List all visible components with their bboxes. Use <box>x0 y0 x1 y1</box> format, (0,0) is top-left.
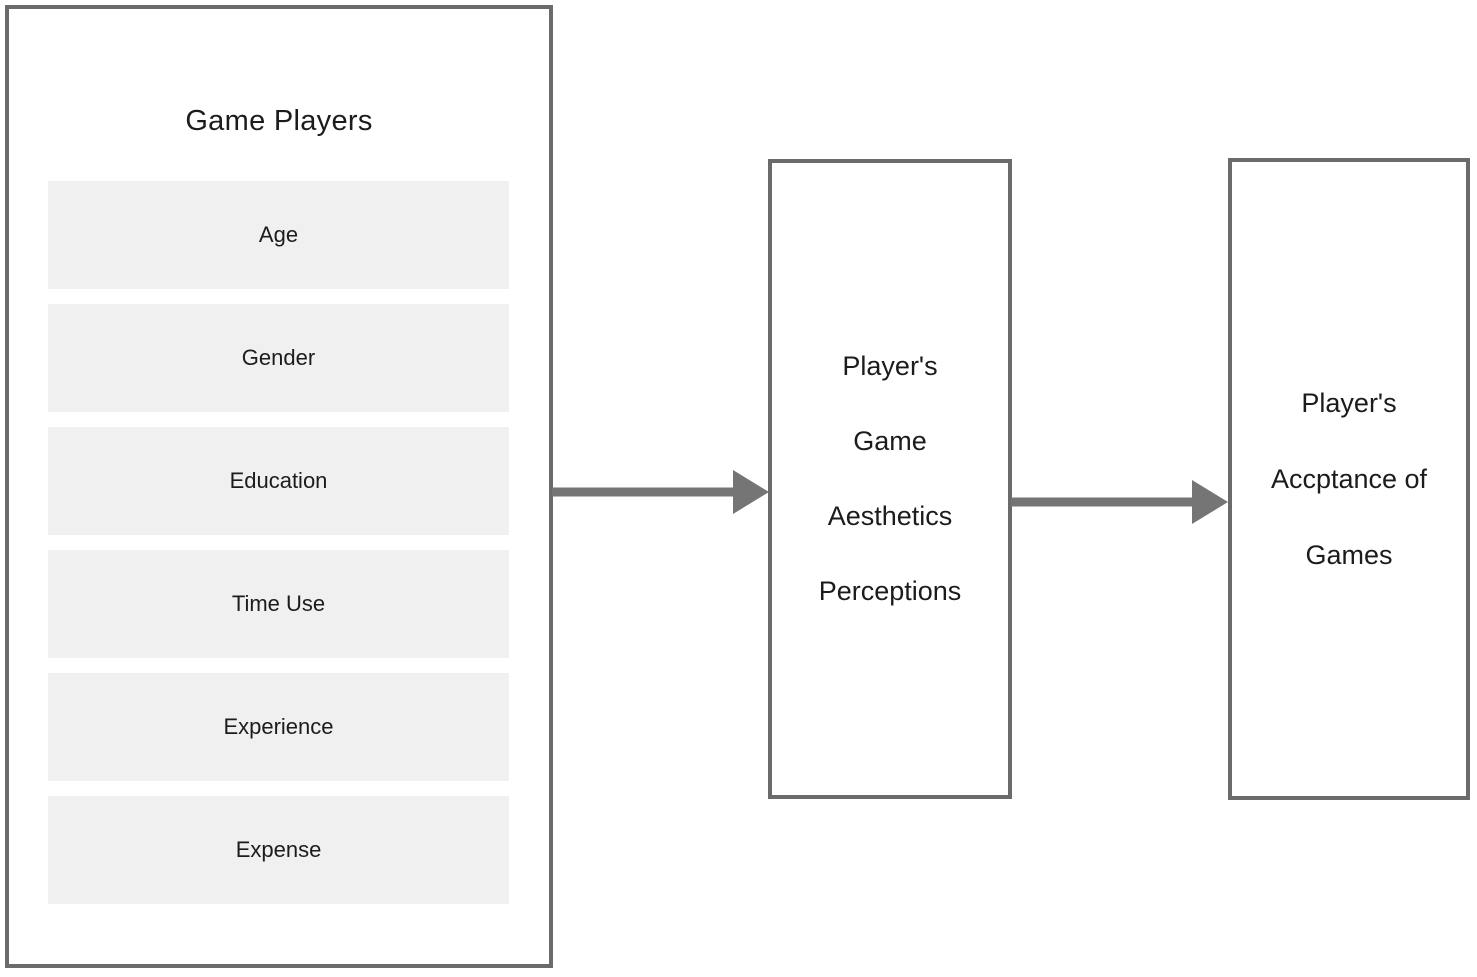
attribute-item-time-use: Time Use <box>48 550 509 658</box>
game-players-title: Game Players <box>185 105 373 137</box>
attribute-item-gender: Gender <box>48 304 509 412</box>
attribute-item-age: Age <box>48 181 509 289</box>
right-arrow-icon <box>1011 480 1228 524</box>
right-arrow-icon <box>552 470 769 514</box>
aesthetics-line-4: Perceptions <box>818 576 962 606</box>
aesthetics-line-3: Aesthetics <box>827 501 953 531</box>
aesthetics-perceptions-box: Player's Game Aesthetics Perceptions <box>768 159 1012 799</box>
acceptance-line-2: Accptance of <box>1270 464 1428 494</box>
acceptance-line-3: Games <box>1305 540 1393 570</box>
acceptance-of-games-box: Player's Accptance of Games <box>1228 158 1470 800</box>
arrow-players-to-aesthetics <box>552 469 769 515</box>
attribute-item-experience: Experience <box>48 673 509 781</box>
acceptance-line-1: Player's <box>1301 388 1397 418</box>
game-players-attribute-list: Age Gender Education Time Use Experience… <box>48 181 509 904</box>
attribute-item-expense: Expense <box>48 796 509 904</box>
aesthetics-line-2: Game <box>853 426 927 456</box>
attribute-item-education: Education <box>48 427 509 535</box>
arrow-aesthetics-to-acceptance <box>1011 479 1228 525</box>
aesthetics-line-1: Player's <box>842 351 938 381</box>
game-players-box: Game Players Age Gender Education Time U… <box>5 5 553 968</box>
